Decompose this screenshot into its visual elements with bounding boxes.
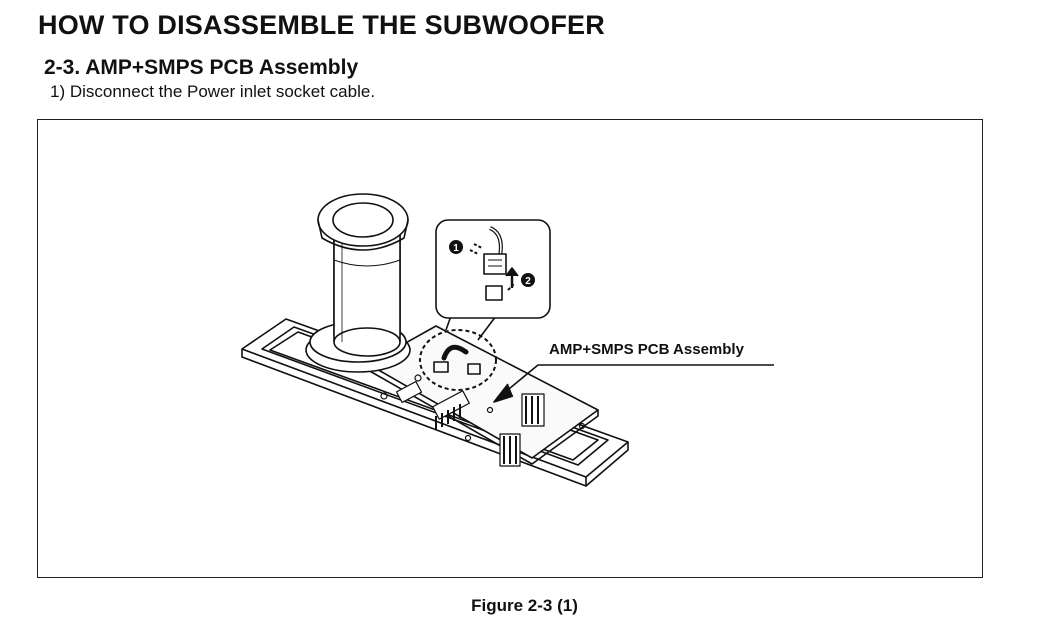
subwoofer-illustration: 1 2 [241, 193, 774, 487]
callout-arrow [493, 383, 514, 403]
svg-text:1: 1 [453, 243, 459, 254]
callout-label: AMP+SMPS PCB Assembly [549, 341, 744, 358]
socket-highlight-circle [419, 329, 497, 391]
port-tube [305, 193, 411, 373]
step-marker-1: 1 [449, 240, 463, 254]
pcb-components [380, 374, 586, 467]
figure-frame: 1 2 AMP+SMPS PCB Assembly [37, 119, 983, 578]
detail-inset [435, 219, 551, 319]
instruction-step: 1) Disconnect the Power inlet socket cab… [50, 82, 376, 101]
section-title: 2-3. AMP+SMPS PCB Assembly [44, 56, 359, 79]
page-title: HOW TO DISASSEMBLE THE SUBWOOFER [38, 10, 605, 40]
svg-text:2: 2 [525, 276, 531, 287]
step-marker-2: 2 [521, 273, 535, 287]
callout-leader-line [497, 364, 774, 399]
figure-caption: Figure 2-3 (1) [471, 596, 578, 615]
